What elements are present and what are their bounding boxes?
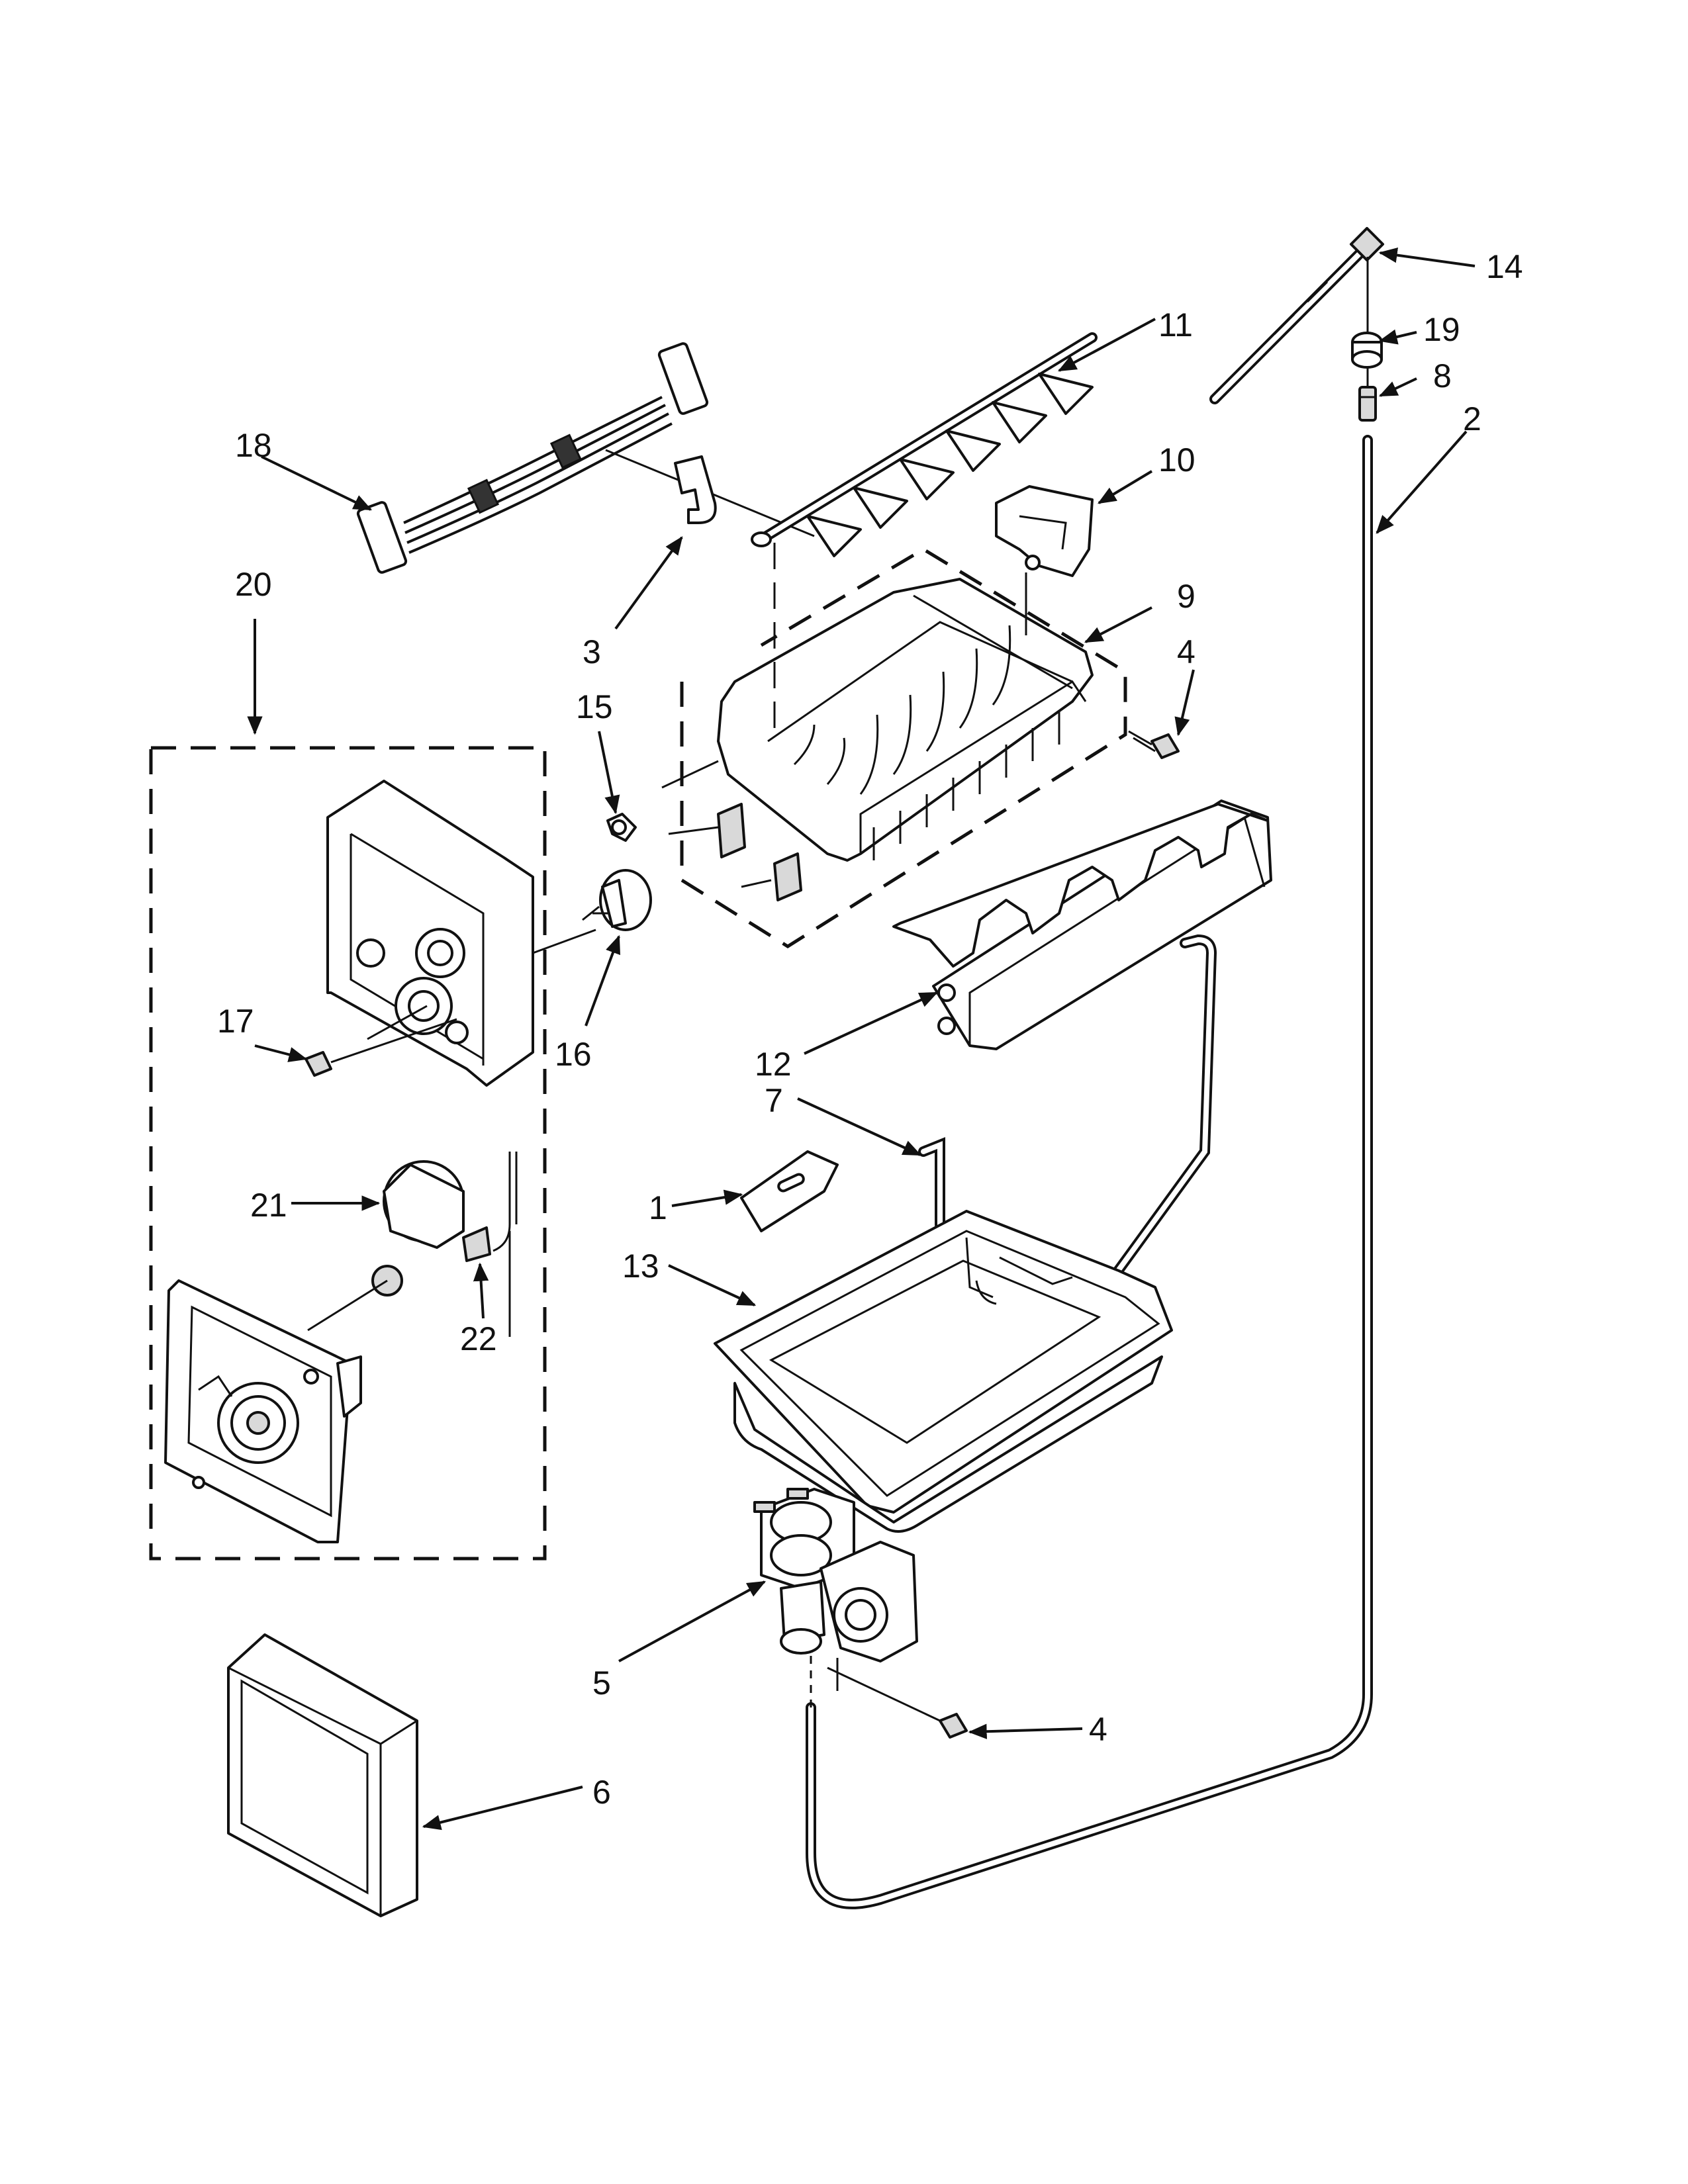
leader-13 [668,1264,757,1306]
leader-6 [797,1097,922,1156]
callout-19: 19 [1423,311,1460,348]
callout-8: 8 [1433,357,1452,394]
leader-4a [1174,669,1195,737]
callout-15: 16 [555,1036,592,1073]
leader-7 [422,1786,583,1831]
leader-17 [1378,248,1476,267]
cover-panel-part [227,1633,418,1917]
nut-part [1358,386,1377,422]
thermostat-part [582,869,652,931]
callout-11: 11 [1158,306,1193,343]
callout-10: 10 [1158,441,1196,478]
callout-12: 12 [755,1046,792,1083]
module-housing-part [326,780,596,1087]
water-tube-part [806,435,1373,1909]
leader-1 [671,1189,743,1207]
motor-part [307,1152,518,1337]
leader-2 [1376,430,1468,534]
callout-2: 2 [1463,400,1481,437]
leader-3 [614,536,683,630]
callout-4-lower: 4 [1089,1711,1107,1748]
callout-5: 5 [592,1664,611,1702]
leader-19 [1378,329,1417,345]
fill-tube-part [1209,226,1385,404]
clip-part [674,455,717,524]
leader-12 [804,991,939,1055]
screw-part-lower [939,1713,968,1739]
cover-part [995,485,1094,577]
callout-16: 17 [217,1003,254,1040]
callout-7: 6 [592,1774,611,1811]
callout-9: 9 [1177,578,1196,615]
module-assembly-boundary [149,746,547,1561]
shutoff-housing-part [892,799,1272,1050]
ice-mold-part [661,543,1127,948]
leader-15 [585,934,621,1026]
callout-21: 21 [250,1187,287,1224]
callout-18: 18 [235,427,272,464]
module-cover-part [164,1279,362,1543]
thermostat-clip-part [606,813,637,842]
callout-3: 3 [583,633,601,670]
callout-1: 1 [649,1189,667,1226]
leader-18 [261,455,373,511]
callout-6: 7 [765,1082,783,1119]
ejector-part [751,332,1098,557]
ice-bin-part [714,1210,1173,1533]
callout-labels: 14 19 8 2 11 10 9 4 18 3 20 15 16 17 12 … [217,248,1523,1811]
callout-13: 13 [622,1248,659,1285]
module-screw-part [305,1018,457,1077]
leader-8 [1378,377,1417,397]
callout-4-upper: 4 [1177,633,1196,670]
callout-leaders [247,248,1476,1831]
leader-11 [1057,318,1156,372]
callout-20: 20 [235,566,272,603]
wire-harness-part [356,342,815,574]
callout-17: 14 [1486,248,1523,285]
water-valve-part [753,1488,941,1722]
grommet-part [1351,332,1383,369]
switch-part [462,1226,491,1262]
callout-22: 22 [460,1320,497,1357]
leader-14 [598,731,620,815]
screw-part-upper [1128,730,1180,759]
callout-14: 15 [576,688,613,725]
bracket-part [740,1150,839,1232]
leader-22 [473,1262,489,1319]
leader-9 [1084,606,1152,643]
leader-10 [1097,470,1153,504]
leader-16 [254,1044,308,1062]
leader-4b [968,1723,1083,1739]
leader-5 [618,1580,767,1662]
